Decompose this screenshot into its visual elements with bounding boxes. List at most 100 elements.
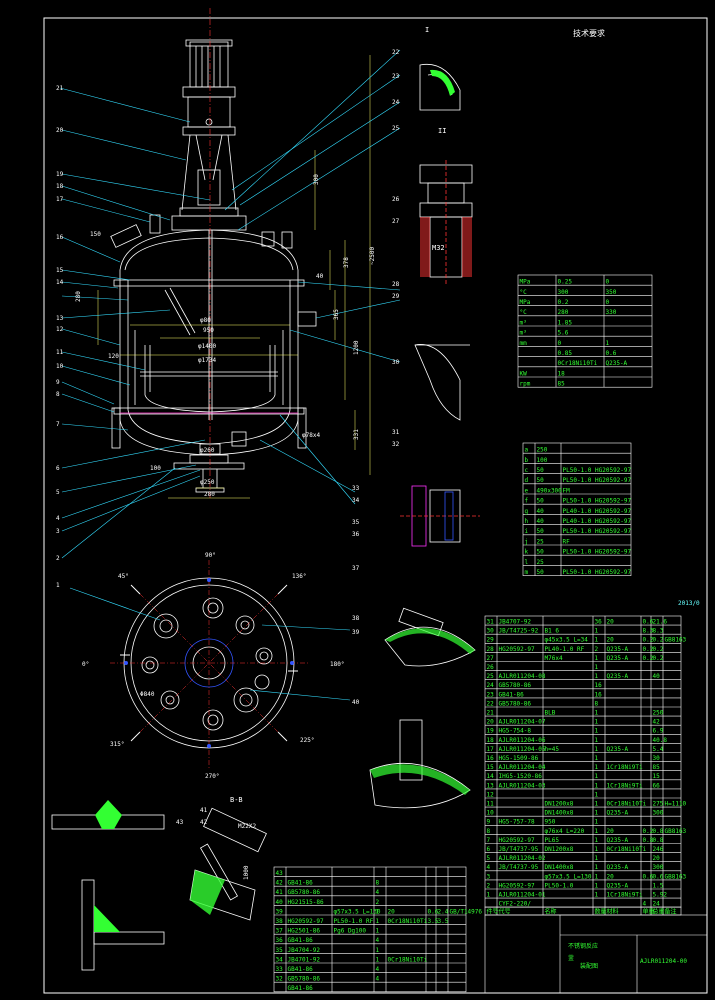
section-BB-label: B-B (230, 796, 243, 804)
spec-table-cell: Q235-A (606, 360, 628, 367)
callout-26: 26 (392, 196, 400, 203)
parts-right-cell: 1 (595, 719, 599, 726)
parts-right-cell: 8.3 (643, 628, 654, 635)
parts-right-cell: Q235-A (607, 864, 629, 871)
spec-table-cell: 300 (558, 289, 569, 296)
parts-right-cell: DN1400x8 (545, 864, 574, 871)
parts-right-cell: 12 (487, 791, 495, 798)
angle-270: 270° (205, 773, 219, 780)
drawing-number: AJLR011204-00 (640, 958, 687, 965)
motor-cap (185, 39, 233, 47)
parts-left-cell: 3.5 (438, 918, 449, 925)
parts-right-cell: HG20592-97 (499, 882, 536, 889)
parts-right-cell: GB5780-86 (499, 700, 532, 707)
parts-left-cell: GB41-86 (288, 966, 314, 973)
callout-32: 32 (392, 441, 400, 448)
callout-5: 5 (56, 489, 60, 496)
parts-left-cell: 1 (376, 908, 380, 915)
detail-I-weld (430, 69, 455, 96)
parts-right-cell: 16 (487, 755, 495, 762)
parts-right-cell: 1 (595, 801, 599, 808)
parts-right-cell: 1 (595, 882, 599, 889)
angle-45: 45° (118, 573, 129, 580)
spec-table-cell: 0 (606, 299, 610, 306)
callout-6: 6 (56, 465, 60, 472)
parts-left-cell: 34 (276, 956, 284, 963)
dim-phi840: Φ840 (140, 691, 155, 698)
parts-right-cell: 6 (487, 846, 491, 853)
parts-left-cell: 3.5 (428, 918, 439, 925)
parts-right-cell: 0.2 (653, 646, 664, 653)
parts-right-cell: 26 (487, 664, 495, 671)
parts-right-cell: 66 (653, 782, 661, 789)
parts-right-cell: DN1400x8 (545, 810, 574, 817)
spec-table-cell: 0 (558, 340, 562, 347)
callout-34: 34 (352, 497, 360, 504)
parts-right-cell: 1 (595, 819, 599, 826)
parts-right-cell: 0.6 (643, 873, 654, 880)
parts-right-cell: 36 (595, 619, 603, 626)
parts-right-cell: 0.2 (653, 637, 664, 644)
dim-phi250: φ250 (200, 479, 215, 486)
dim-m22: M22X2 (238, 823, 256, 830)
callout-20: 20 (56, 127, 64, 134)
spec-table-cell: 85 (558, 381, 566, 388)
nozzle-table-cell: 25 (537, 538, 545, 545)
callout-15: 15 (56, 267, 64, 274)
callout-36: 36 (352, 531, 360, 538)
spec-table-cell: m³ (520, 319, 527, 326)
nozzle-table-cell: 50 (537, 477, 545, 484)
parts-right-cell: 20 (607, 828, 615, 835)
parts-right-cell: 17 (487, 746, 495, 753)
parts-right-cell: 1 (595, 782, 599, 789)
spec-table-cell: 0.85 (558, 350, 573, 357)
parts-right-cell: Q235-A (607, 646, 629, 653)
parts-right-cell: JB/T4737-95 (499, 864, 539, 871)
callout-16: 16 (56, 234, 64, 241)
spec-table-cell: 0.25 (558, 279, 573, 286)
callout-23: 23 (392, 73, 400, 80)
callout-12: 12 (56, 326, 64, 333)
parts-header-cell: 备注 (665, 907, 677, 915)
parts-header-cell: 件号 (487, 907, 499, 915)
parts-left-cell: 32 (276, 976, 284, 983)
parts-right-cell: 1 (595, 737, 599, 744)
parts-right-cell: 2 (595, 646, 599, 653)
parts-right-cell: 1 (595, 637, 599, 644)
parts-right-cell: 1 (595, 791, 599, 798)
dim-365: 365 (333, 309, 340, 320)
dim-331: 331 (353, 429, 360, 440)
dim-100: 100 (150, 465, 161, 472)
nozzle-table-cell: 25 (537, 559, 545, 566)
parts-right-cell: φ57x3.5 L=130 (545, 873, 592, 880)
parts-left-cell: GB5780-86 (288, 976, 321, 983)
callout-7: 7 (56, 421, 60, 428)
callout-25: 25 (392, 125, 400, 132)
parts-right-cell: AJLR011204-08 (499, 673, 546, 680)
parts-right-cell: 1 (595, 846, 599, 853)
parts-right-cell: 1 (595, 837, 599, 844)
parts-right-cell: 1 (595, 655, 599, 662)
parts-left-cell: 0Cr18Ni10Ti (388, 918, 428, 925)
parts-right-cell: 1 (595, 673, 599, 680)
nozzle-table-cell: 250 (537, 447, 548, 454)
parts-right-cell: GB8163 (665, 873, 687, 880)
parts-right-cell: 0.2 (643, 637, 654, 644)
parts-right-cell: 1 (595, 855, 599, 862)
spec-table-cell: 1.85 (558, 319, 573, 326)
callout-42: 42 (200, 819, 208, 826)
nozzle-table-cell: b (525, 457, 529, 464)
parts-left-cell: 39 (276, 908, 284, 915)
spec-table-cell: 0.2 (558, 299, 569, 306)
parts-right-cell: GB41-86 (499, 691, 525, 698)
detail-30 (414, 344, 470, 421)
parts-right-cell: 1 (595, 873, 599, 880)
plan-markers (124, 578, 294, 748)
parts-right-cell: CYF2-220/ (499, 901, 532, 908)
parts-right-cell: 1Cr18Ni9Ti (607, 892, 644, 899)
angle-136: 136° (292, 573, 306, 580)
dim-40: 40 (316, 273, 324, 280)
parts-right-cell: 1 (595, 664, 599, 671)
parts-right-cell: 7 (487, 837, 491, 844)
